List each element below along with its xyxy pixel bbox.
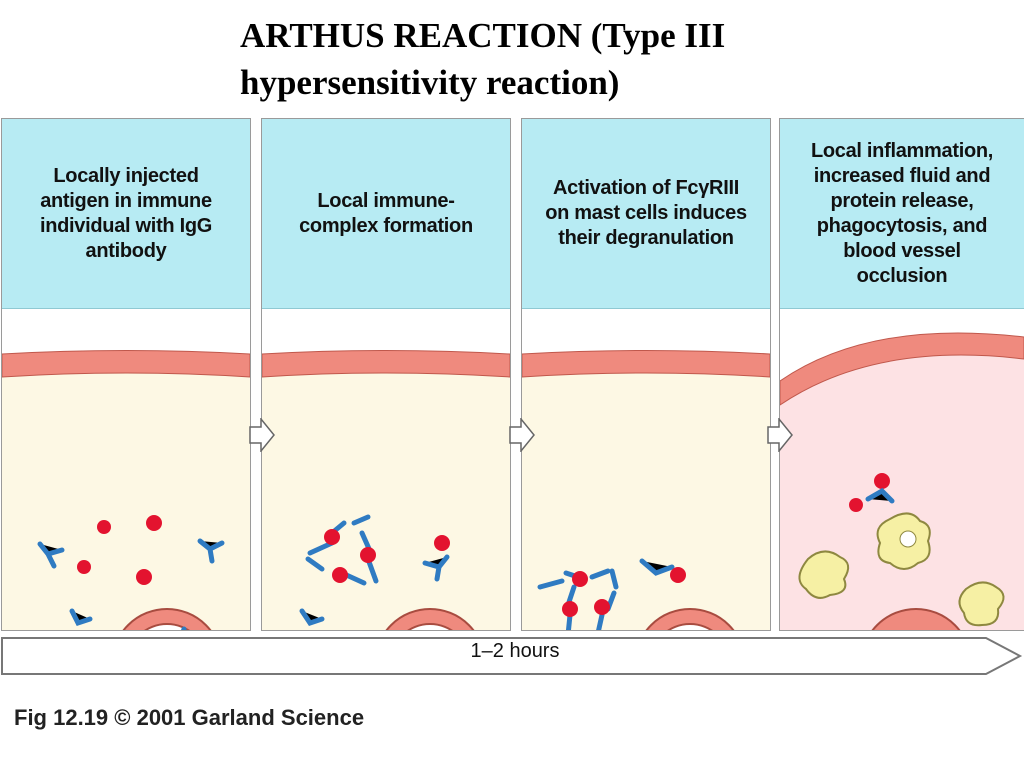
- tissue-scene: [262, 309, 510, 630]
- figure-credit: Fig 12.19 © 2001 Garland Science: [14, 705, 365, 730]
- blood-vessel: [385, 608, 475, 630]
- panel-caption: Locally injected antigen in immune indiv…: [2, 119, 250, 309]
- epithelium-layer: [522, 350, 770, 378]
- tissue-scene: [780, 309, 1024, 630]
- panel-inflammation: Local inflammation, increased fluid and …: [779, 118, 1024, 631]
- panel-injection: Locally injected antigen in immune indiv…: [1, 118, 251, 631]
- step-arrow-icon: [249, 418, 275, 452]
- panel-caption: Local inflammation, increased fluid and …: [780, 119, 1024, 309]
- timeline-arrow: [1, 637, 1023, 675]
- step-arrow-icon: [767, 418, 793, 452]
- antigen: [562, 567, 686, 617]
- tissue-scene: [522, 309, 770, 630]
- antigen: [874, 473, 890, 489]
- epithelium-layer: [2, 350, 250, 378]
- igg-antibody: [37, 538, 225, 627]
- antigen: [77, 515, 162, 585]
- panel-degranulation: Activation of FcγRIII on mast cells indu…: [521, 118, 771, 631]
- panel-caption: Activation of FcγRIII on mast cells indu…: [522, 119, 770, 309]
- step-arrow-icon: [509, 418, 535, 452]
- timeline-label: 1–2 hours: [470, 640, 560, 662]
- epithelium-layer: [262, 350, 510, 378]
- blood-vessel: [871, 608, 961, 630]
- blood-vessel: [645, 608, 735, 630]
- panel-caption: Local immune- complex formation: [262, 119, 510, 309]
- blood-vessel: [122, 608, 212, 630]
- antigen: [434, 535, 450, 551]
- tissue-scene: [2, 309, 250, 630]
- epithelium-layer: [780, 332, 1024, 406]
- immune-complex: [305, 514, 379, 586]
- slide-title: ARTHUS REACTION (Type III hypersensitivi…: [240, 16, 726, 102]
- panel-complex-formation: Local immune- complex formation: [261, 118, 511, 631]
